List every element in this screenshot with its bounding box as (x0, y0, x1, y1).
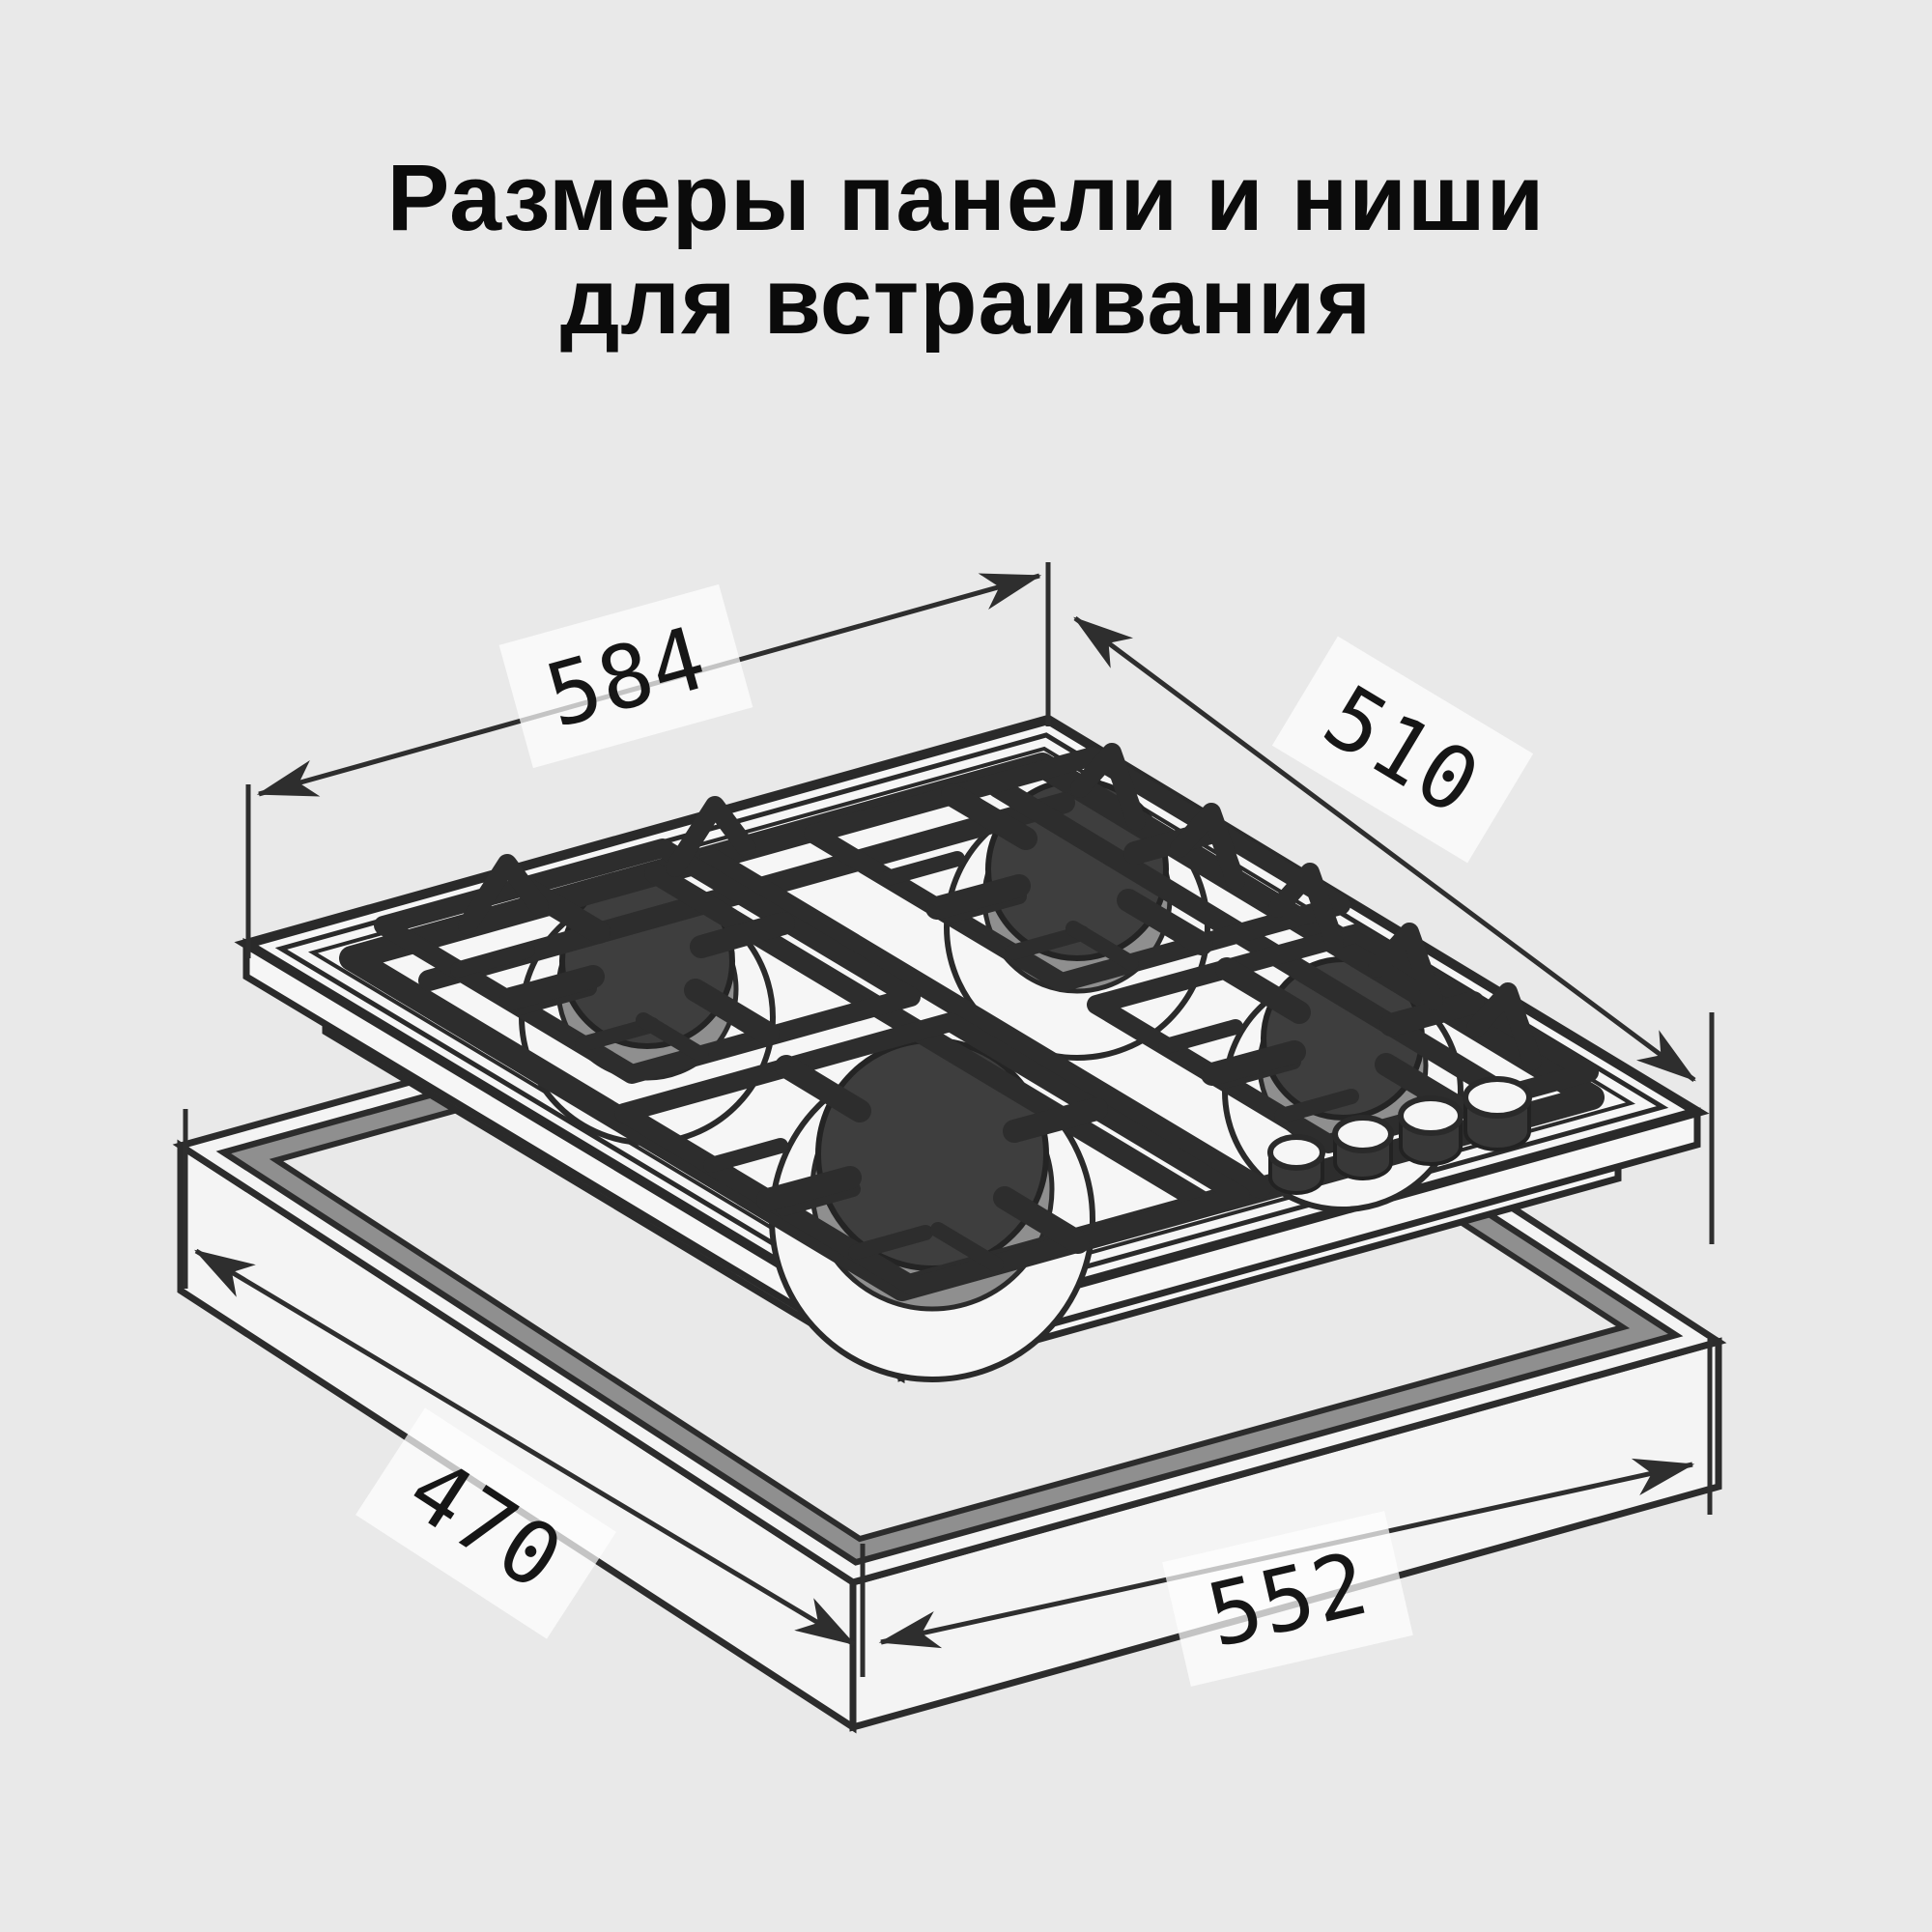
knob-4 (1463, 1076, 1532, 1151)
label-background (1162, 1511, 1413, 1687)
page-title: Размеры панели и ниши для встраивания (0, 145, 1932, 354)
control-knobs (1267, 1076, 1532, 1195)
hob-rim-inner-line-2 (307, 746, 1636, 1308)
label-background (355, 1407, 616, 1639)
page-title-line1: Размеры панели и ниши (386, 145, 1546, 250)
label-background (1271, 636, 1534, 864)
dimension-label-niche-width: 552 (1162, 1511, 1413, 1687)
knob-2 (1332, 1115, 1394, 1180)
grate-center-divider-2 (699, 847, 1271, 1199)
dimension-label-panel-depth: 510 (1271, 636, 1534, 864)
knob-3 (1398, 1095, 1463, 1166)
label-background (498, 583, 753, 769)
knob-1 (1267, 1134, 1325, 1195)
dimension-label-panel-width: 584 (498, 583, 753, 769)
page-title-line2: для встраивания (559, 247, 1373, 354)
grate-ring-left (374, 838, 921, 1084)
hob-rim-inner-line-1 (274, 732, 1669, 1321)
dimension-line-niche-depth (194, 1248, 856, 1647)
dimension-line-panel-depth (1073, 615, 1696, 1083)
grate-ring-front (614, 1012, 1250, 1296)
